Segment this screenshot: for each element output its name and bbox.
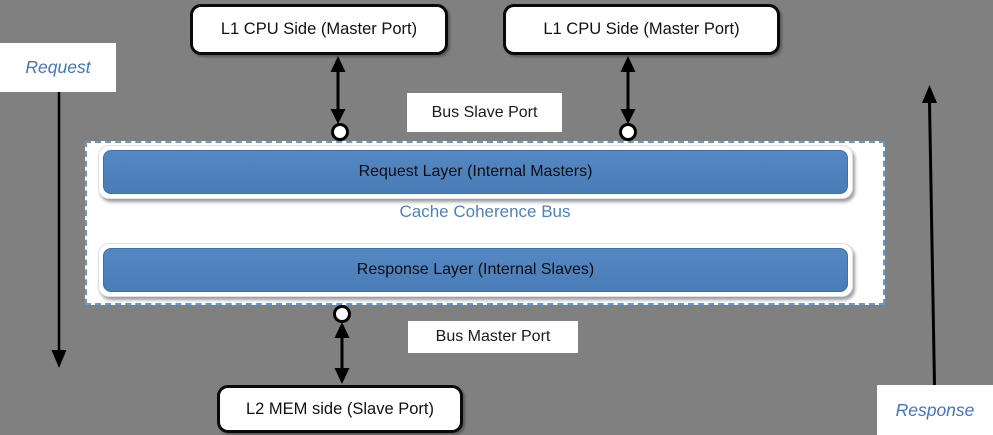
arrowhead-down-icon [51, 350, 67, 368]
cpu-left-connector-arrow [330, 56, 346, 124]
bus-master-port-circle [333, 305, 351, 323]
bus-title: Cache Coherence Bus [399, 202, 571, 221]
arrowhead-up-icon [620, 56, 636, 72]
arrowhead-up-icon [330, 56, 346, 72]
l1-cpu-left-box: L1 CPU Side (Master Port) [190, 4, 448, 55]
arrowhead-up-icon [922, 85, 937, 103]
l1-cpu-right-box: L1 CPU Side (Master Port) [503, 4, 780, 55]
request-layer-bar: Request Layer (Internal Masters) [98, 145, 853, 199]
arrowhead-down-icon [330, 109, 346, 124]
l2-mem-label: L2 MEM side (Slave Port) [246, 399, 434, 418]
bus-slave-port-label: Bus Slave Port [407, 93, 562, 132]
cpu-right-connector-arrow [620, 56, 636, 124]
bus-slave-port-circle-left [331, 123, 349, 141]
request-layer-bar-fill: Request Layer (Internal Masters) [103, 150, 848, 194]
bus-slave-port-circle-right [619, 123, 637, 141]
response-layer-bar-fill: Response Layer (Internal Slaves) [103, 248, 848, 292]
l1-cpu-left-label: L1 CPU Side (Master Port) [220, 20, 418, 38]
request-layer-label: Request Layer (Internal Masters) [358, 163, 593, 180]
l1-cpu-right-label: L1 CPU Side (Master Port) [543, 20, 740, 38]
mem-connector-arrow [334, 322, 350, 384]
response-layer-bar: Response Layer (Internal Slaves) [98, 243, 853, 297]
bus-master-port-label: Bus Master Port [408, 321, 578, 353]
response-layer-label: Response Layer (Internal Slaves) [356, 261, 595, 278]
arrowhead-down-icon [334, 368, 350, 384]
request-flow-arrow [51, 91, 67, 368]
cache-coherence-bus-box: Request Layer (Internal Masters) Cache C… [85, 141, 885, 305]
arrowhead-down-icon [620, 109, 636, 124]
l2-mem-box: L2 MEM side (Slave Port) [217, 385, 463, 433]
response-flow-arrow [922, 85, 937, 386]
arrowhead-up-icon [334, 322, 350, 338]
request-flow-label: Request [0, 43, 116, 92]
response-flow-label: Response [877, 385, 993, 435]
